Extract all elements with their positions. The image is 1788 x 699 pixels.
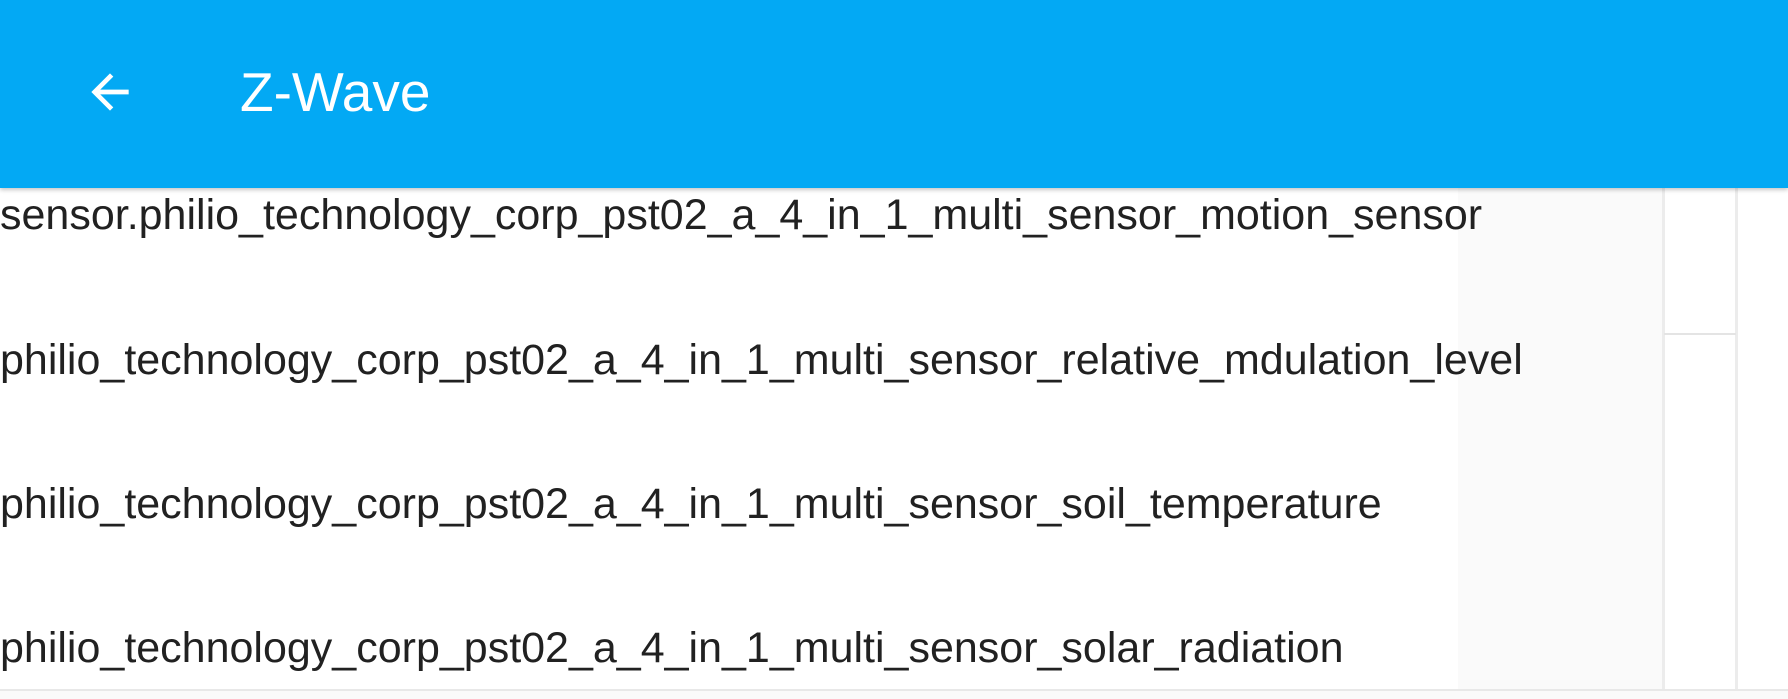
- page-title: Z-Wave: [240, 61, 431, 123]
- bottom-divider: [0, 689, 1788, 699]
- side-panel: [1458, 188, 1663, 699]
- arrow-left-icon: [91, 73, 129, 111]
- back-button[interactable]: [62, 44, 158, 140]
- app-toolbar: Z-Wave: [0, 0, 1788, 188]
- panel-divider: [1735, 188, 1738, 699]
- list-item[interactable]: philio_technology_corp_pst02_a_4_in_1_mu…: [0, 480, 1382, 528]
- list-item[interactable]: philio_technology_corp_pst02_a_4_in_1_mu…: [0, 624, 1344, 672]
- list-item[interactable]: sensor.philio_technology_corp_pst02_a_4_…: [0, 191, 1483, 239]
- entity-content: sensor.philio_technology_corp_pst02_a_4_…: [0, 188, 1788, 699]
- list-item[interactable]: philio_technology_corp_pst02_a_4_in_1_mu…: [0, 336, 1523, 384]
- panel-divider: [1664, 333, 1736, 335]
- panel-divider: [1662, 188, 1665, 699]
